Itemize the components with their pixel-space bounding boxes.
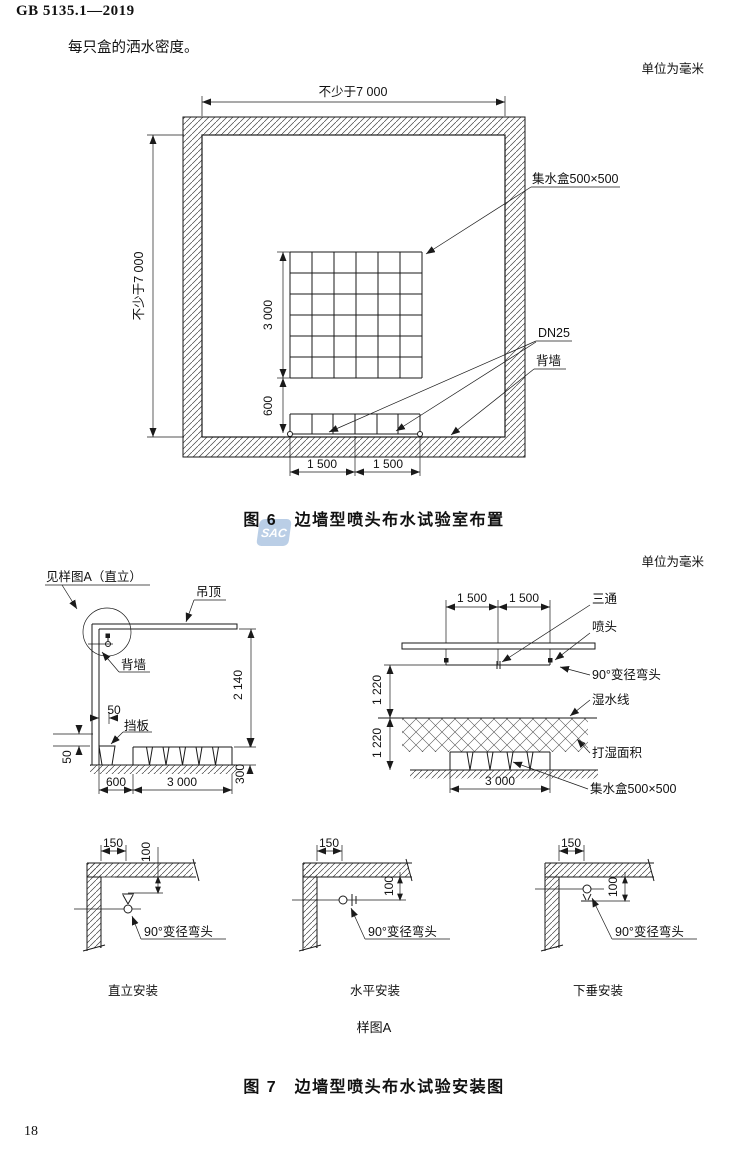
dim-1220a-text: 1 220 xyxy=(370,675,384,705)
elbow-label-d3: 90°变径弯头 xyxy=(615,924,684,939)
dim-room-width-text: 不少于7 000 xyxy=(319,85,388,99)
leader-lines xyxy=(328,186,620,436)
page-number: 18 xyxy=(24,1124,38,1139)
figure6-caption: 图 6 边墙型喷头布水试验室布置 xyxy=(243,512,505,529)
dim-150-text-2: 150 xyxy=(319,836,339,850)
detail-pendent: 150 100 90°变径弯头 下垂安装 xyxy=(535,836,697,998)
elbow-label-right: 90°变径弯头 xyxy=(592,667,661,682)
dim-bottom-right xyxy=(449,771,551,793)
dim-3000b-text: 3 000 xyxy=(485,774,515,788)
collection-boxes-right xyxy=(449,751,551,771)
pendent-sprinkler-symbol xyxy=(535,884,604,902)
caption-upright: 直立安装 xyxy=(108,983,158,998)
dim-head-spacing xyxy=(445,600,551,665)
ceiling-slab xyxy=(401,642,596,650)
dim-100-text-3: 100 xyxy=(606,877,620,897)
section-view-spray: 1 500 1 500 三通 xyxy=(370,591,677,796)
detail-upright: 150 100 90°变径弯头 直立安装 xyxy=(74,836,226,998)
back-wall-label: 背墙 xyxy=(536,354,561,368)
dim-3000-text: 3 000 xyxy=(167,775,197,789)
dim-span-left-text: 1 500 xyxy=(307,457,337,471)
collection-box-label: 集水盒500×500 xyxy=(532,171,619,186)
horizontal-sprinkler-symbol xyxy=(292,894,406,906)
dim-50h-text: 50 xyxy=(107,703,121,717)
see-sample-label: 见样图A（直立） xyxy=(46,569,142,584)
tee-label: 三通 xyxy=(592,592,618,606)
wetline-label: 湿水线 xyxy=(592,692,630,707)
sample-a-label: 样图A xyxy=(356,1020,392,1035)
unit-note-fig6: 单位为毫米 xyxy=(641,62,704,76)
dim-2140-text: 2 140 xyxy=(231,670,245,700)
dim-strip-span xyxy=(289,436,421,476)
ceiling-label: 吊顶 xyxy=(196,585,222,599)
figure6-drawing: 不少于7 000 不少于7 000 3 000 600 xyxy=(132,85,620,476)
back-wall-label-fig7: 背墙 xyxy=(121,658,146,672)
right-leaders xyxy=(501,604,591,790)
dim-box-height-300 xyxy=(234,738,256,774)
baffle-label: 挡板 xyxy=(124,719,150,733)
dim-room-height-text: 不少于7 000 xyxy=(132,252,146,321)
figure7-drawing: 见样图A（直立） 吊顶 背墙 2 140 xyxy=(45,569,697,998)
test-room-walls xyxy=(182,116,526,458)
sidewall-sprinkler-symbol xyxy=(88,633,113,647)
dim-span-right-text: 1 500 xyxy=(373,457,403,471)
detail-circle xyxy=(82,607,132,657)
dim-50v-text: 50 xyxy=(60,750,74,764)
wetted-area-hatch xyxy=(402,718,588,752)
sprinkler-label: 喷头 xyxy=(592,620,617,634)
standard-number: GB 5135.1—2019 xyxy=(16,3,135,19)
dim-1500-right-text: 1 500 xyxy=(509,591,539,605)
dim-room-width xyxy=(201,96,506,116)
dim-room-height xyxy=(147,134,184,438)
floor-right xyxy=(410,769,598,779)
dim-1220b-text: 1 220 xyxy=(370,728,384,758)
intro-text: 每只盒的洒水密度。 xyxy=(68,40,199,56)
unit-note-fig7: 单位为毫米 xyxy=(641,555,704,569)
dim-100-text-2: 100 xyxy=(382,876,396,896)
dim-bottom-left xyxy=(98,766,233,794)
dim-150-text-1: 150 xyxy=(103,836,123,850)
dim-1500-left-text: 1 500 xyxy=(457,591,487,605)
section-view-room: 见样图A（直立） 吊顶 背墙 2 140 xyxy=(45,569,256,794)
dim-grid-height-text: 3 000 xyxy=(261,300,275,330)
elbow-label-d2: 90°变径弯头 xyxy=(368,924,437,939)
caption-pendent: 下垂安装 xyxy=(573,983,623,998)
dim-150-text-3: 150 xyxy=(561,836,581,850)
branch-pipe xyxy=(384,658,553,669)
baffle-and-boxes xyxy=(98,745,233,766)
dim-100-text-1: 100 xyxy=(139,842,153,862)
detail-horizontal: 150 100 90°变径弯头 水平安装 xyxy=(292,836,450,998)
elbow-label-d1: 90°变径弯头 xyxy=(144,924,213,939)
caption-horizontal: 水平安装 xyxy=(350,983,400,998)
dim-baffle-50 xyxy=(53,725,93,755)
dim-300-text: 300 xyxy=(233,764,247,784)
pipe-size-label: DN25 xyxy=(538,326,570,340)
dim-height-2140 xyxy=(234,628,256,748)
collection-box-label-fig7: 集水盒500×500 xyxy=(590,781,677,796)
collection-box-grid xyxy=(289,251,423,379)
floor-left xyxy=(90,764,237,774)
dim-600-text: 600 xyxy=(106,775,126,789)
wetarea-label: 打湿面积 xyxy=(592,745,642,760)
dim-gap-text: 600 xyxy=(261,396,275,416)
upright-sprinkler-symbol xyxy=(74,893,141,914)
dim-wall-gap-50 xyxy=(90,712,118,724)
figure7-caption: 图 7 边墙型喷头布水试验安装图 xyxy=(243,1079,505,1096)
dim-grid xyxy=(277,251,291,433)
